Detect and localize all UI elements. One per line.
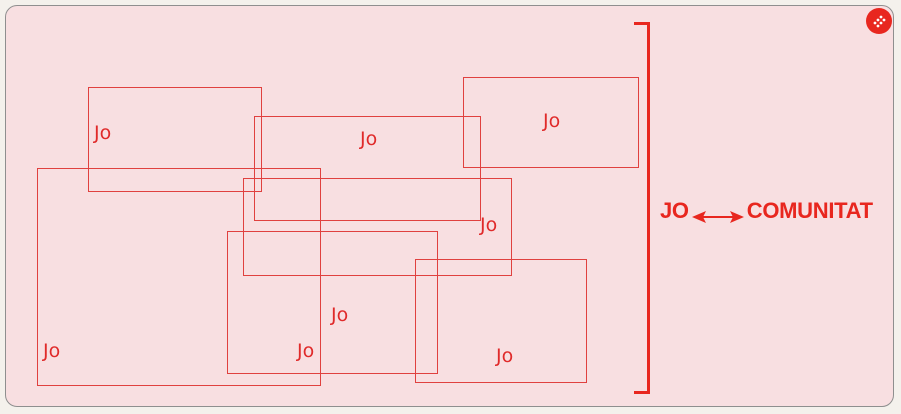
right-bracket: [634, 22, 650, 394]
corner-badge-icon: [866, 8, 892, 34]
double-arrow-icon: [691, 204, 744, 223]
jo-comunitat-relation: JO COMUNITAT: [660, 196, 873, 226]
diagram-panel: [5, 5, 894, 407]
relation-left-term: JO: [660, 198, 689, 223]
relation-right-term: COMUNITAT: [746, 198, 873, 223]
